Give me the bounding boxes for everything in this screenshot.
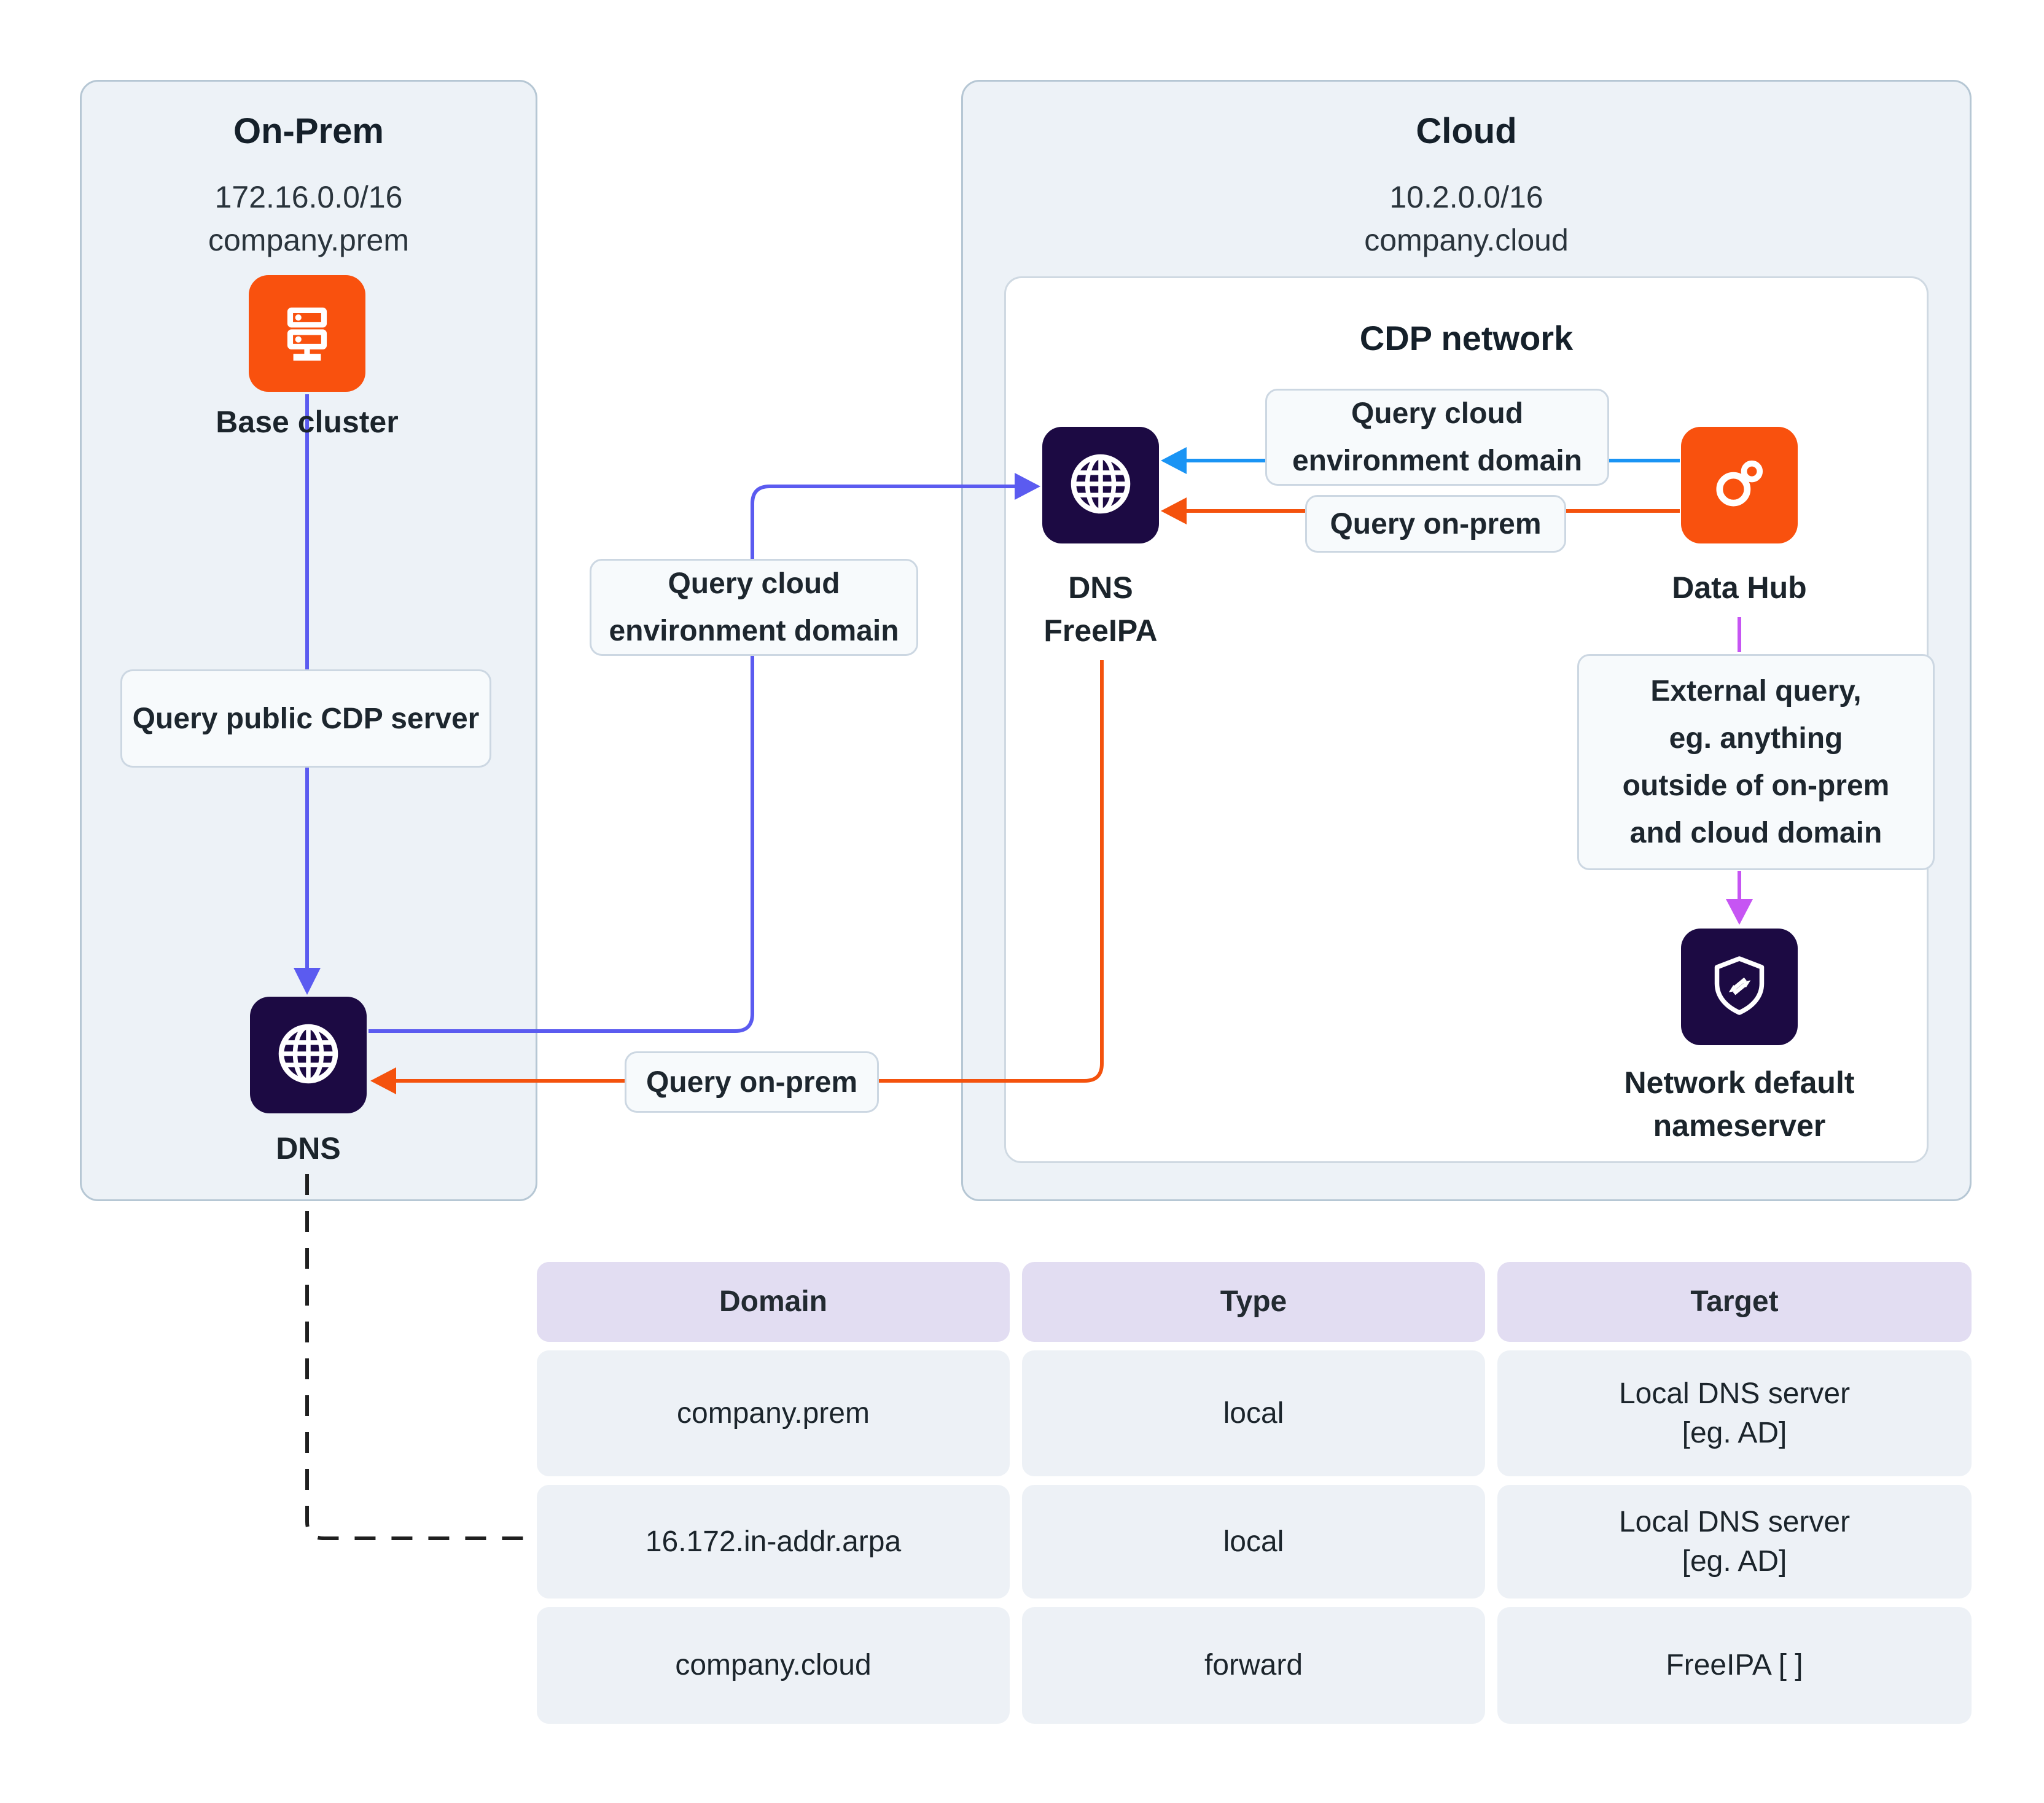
cloud-domain: company.cloud xyxy=(1364,223,1569,257)
dns-freeipa-node xyxy=(1042,427,1159,543)
onprem-domain: company.prem xyxy=(208,223,409,257)
table-header-domain: Domain xyxy=(537,1262,1010,1342)
query-onprem-callout-lower: Query on-prem xyxy=(625,1051,879,1113)
table-row-target: Local DNS server [eg. AD] xyxy=(1497,1485,1972,1599)
globe-icon xyxy=(272,1018,345,1093)
server-rack-icon xyxy=(273,298,341,370)
shield-exchange-icon xyxy=(1703,949,1776,1025)
data-hub-node xyxy=(1681,427,1798,543)
query-public-cdp-callout: Query public CDP server xyxy=(120,669,491,768)
external-query-callout: External query, eg. anything outside of … xyxy=(1577,654,1935,870)
cloud-title: Cloud xyxy=(1416,111,1517,151)
query-cloud-domain-callout-left: Query cloud environment domain xyxy=(590,559,918,656)
dashed-dns-to-table-line xyxy=(305,1174,534,1540)
globe-icon xyxy=(1064,448,1137,523)
base-cluster-node xyxy=(249,275,365,392)
arrow-freeipa-to-dns xyxy=(370,660,1104,1094)
data-hub-label: Data Hub xyxy=(1672,570,1807,605)
table-row-target: FreeIPA [ ] xyxy=(1497,1607,1972,1724)
base-cluster-label: Base cluster xyxy=(216,405,399,439)
table-row-type: local xyxy=(1022,1350,1485,1476)
onprem-title: On-Prem xyxy=(233,111,384,151)
table-header-type: Type xyxy=(1022,1262,1485,1342)
network-default-nameserver-node xyxy=(1681,929,1798,1045)
table-row-domain: company.cloud xyxy=(537,1607,1010,1724)
table-header-target: Target xyxy=(1497,1262,1972,1342)
network-default-nameserver-label: Network default nameserver xyxy=(1624,1065,1855,1143)
cdp-network-title: CDP network xyxy=(1359,319,1574,357)
query-onprem-callout-cdp: Query on-prem xyxy=(1305,495,1566,553)
table-row-domain: company.prem xyxy=(537,1350,1010,1476)
arrow-dns-to-freeipa xyxy=(369,473,1040,1033)
arrow-datahub-to-nameserver xyxy=(1726,617,1753,925)
dns-forwarding-table: Domain Type Target company.prem local Lo… xyxy=(537,1262,1972,1724)
table-row-type: local xyxy=(1022,1485,1485,1599)
cloud-cidr: 10.2.0.0/16 xyxy=(1389,180,1543,214)
table-row-domain: 16.172.in-addr.arpa xyxy=(537,1485,1010,1599)
table-row-type: forward xyxy=(1022,1607,1485,1724)
query-cloud-domain-callout-cdp: Query cloud environment domain xyxy=(1265,389,1609,486)
onprem-dns-node xyxy=(250,997,367,1113)
table-row-target: Local DNS server [eg. AD] xyxy=(1497,1350,1972,1476)
dns-freeipa-label: DNS FreeIPA xyxy=(1043,570,1158,648)
cloudera-environment-icon xyxy=(1703,448,1776,523)
onprem-dns-label: DNS xyxy=(276,1131,341,1166)
onprem-cidr: 172.16.0.0/16 xyxy=(214,180,403,214)
